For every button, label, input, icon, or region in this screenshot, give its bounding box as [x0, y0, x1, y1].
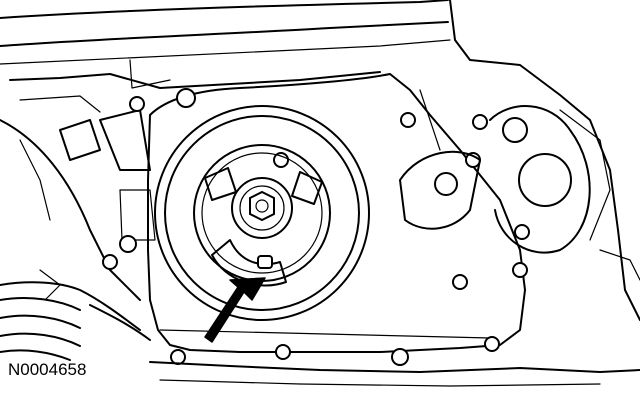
crankshaft-pulley [154, 105, 370, 321]
right-side-components [399, 89, 640, 281]
left-side-components [0, 109, 156, 361]
front-cover [129, 73, 640, 387]
engine-upper-body [0, 0, 640, 321]
arrow-icon [204, 277, 266, 343]
figure-reference-code: N0004658 [8, 360, 87, 379]
